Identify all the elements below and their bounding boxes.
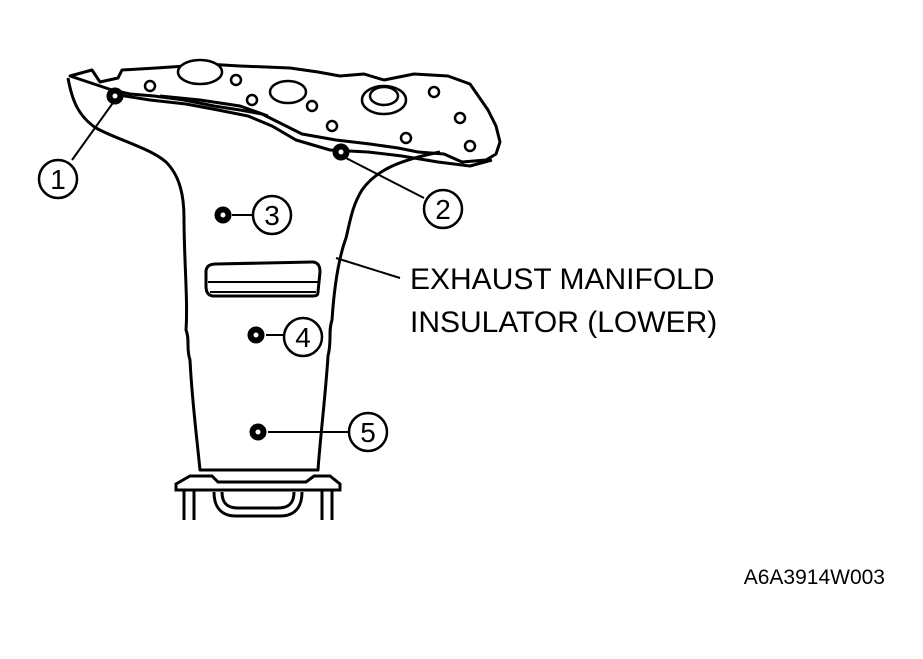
svg-text:3: 3 [264,200,280,231]
bolt-5 [249,423,267,441]
flange-holes [143,58,477,153]
svg-text:2: 2 [435,194,451,225]
bolt-3 [214,206,232,224]
bolt-4 [247,326,265,344]
leader-lines [71,99,425,433]
lower-flange [174,474,342,520]
svg-text:5: 5 [360,417,376,448]
insulator-label-line1: EXHAUST MANIFOLD [410,263,715,296]
callout-3: 3 [251,194,293,236]
svg-text:4: 4 [295,322,311,353]
bolt-2 [332,143,350,161]
callout-1: 1 [37,158,79,200]
bolts [106,87,350,441]
callout-2: 2 [422,188,464,230]
callout-5: 5 [347,411,389,453]
insulator-label-line2: INSULATOR (LOWER) [410,306,717,339]
svg-text:1: 1 [50,164,66,195]
figure-code: A6A3914W003 [744,566,885,589]
insulator-outline [66,77,441,472]
manifold-flange [68,62,502,168]
callouts: 1 2 3 4 5 [37,158,464,453]
bolt-1 [106,87,124,105]
insulator-slot [204,260,322,298]
callout-4: 4 [282,316,324,358]
